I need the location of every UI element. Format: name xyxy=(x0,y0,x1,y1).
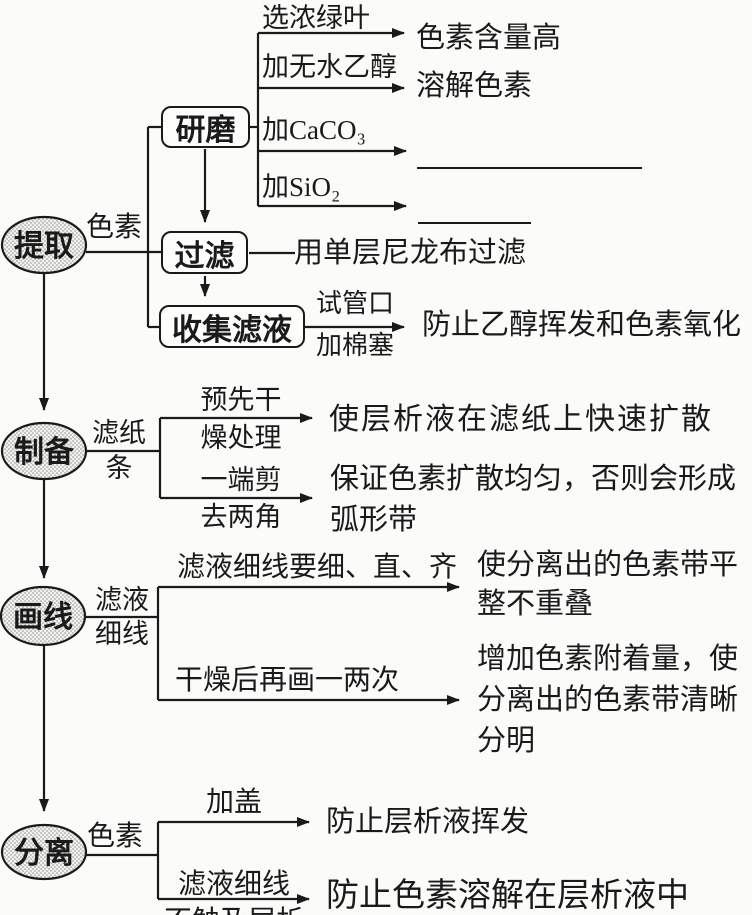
separate-result-cover: 防止层析液挥发 xyxy=(326,806,530,838)
filter-note: 用单层尼龙布过滤 xyxy=(294,237,527,269)
grind-result-leaf: 色素含量高 xyxy=(416,22,562,54)
drawline-result-thin: 使分离出的色素带平 整不重叠 xyxy=(477,549,739,620)
node-ellipse-drawline xyxy=(0,585,87,647)
drawline-result-repeat: 增加色素附着量，使 分离出的色素带清晰 分明 xyxy=(477,643,739,757)
stage-separate-label: 分离 xyxy=(14,837,74,870)
edge-label-filtrate-line: 滤液 细线 xyxy=(95,585,149,649)
separate-result-notouch: 防止色素溶解在层析液中 xyxy=(326,878,689,914)
prepare-branch-cut-label: 一端剪 去两角 xyxy=(200,465,282,532)
prepare-branch-dry-label: 预先干 燥处理 xyxy=(200,385,282,453)
stage-prepare-label: 制备 xyxy=(14,436,74,469)
stage-drawline-label: 画线 xyxy=(13,601,73,634)
node-ellipse-separate xyxy=(0,823,88,881)
grind-branch-caco3-label: 加CaCO₃ xyxy=(262,115,366,145)
drawline-branch-repeat-label: 干燥后再画一两次 xyxy=(175,665,400,696)
edge-label-pigment-2: 色素 xyxy=(86,821,143,852)
collect-result: 防止乙醇挥发和色素氧化 xyxy=(422,309,742,341)
box-collect: 收集滤液 xyxy=(159,305,305,348)
grind-branch-leaf-label: 选浓绿叶 xyxy=(262,3,370,33)
box-grind: 研磨 xyxy=(161,106,250,148)
edge-label-filter-paper: 滤纸 条 xyxy=(92,418,146,483)
separate-branch-cover-label: 加盖 xyxy=(206,787,263,818)
drawline-branch-thin-label: 滤液细线要细、直、齐 xyxy=(177,552,458,583)
stage-extract-label: 提取 xyxy=(14,230,74,263)
edge-label-pigment-1: 色素 xyxy=(85,212,142,243)
separate-branch-notouch-label: 滤液细线 不触及层析液 xyxy=(164,869,304,915)
node-ellipse-extract xyxy=(0,215,88,275)
grind-branch-ethanol-label: 加无水乙醇 xyxy=(262,52,397,82)
grind-result-ethanol: 溶解色素 xyxy=(416,70,533,102)
prepare-result-dry: 使层析液在滤纸上快速扩散 xyxy=(329,403,713,436)
box-filter: 过滤 xyxy=(161,231,248,274)
prepare-result-cut: 保证色素扩散均匀，否则会形成 弧形带 xyxy=(330,463,737,536)
collect-arrow-label: 试管口 加棉塞 xyxy=(315,289,394,360)
grind-branch-sio2-label: 加SiO₂ xyxy=(262,172,341,202)
node-ellipse-prepare xyxy=(0,421,88,481)
